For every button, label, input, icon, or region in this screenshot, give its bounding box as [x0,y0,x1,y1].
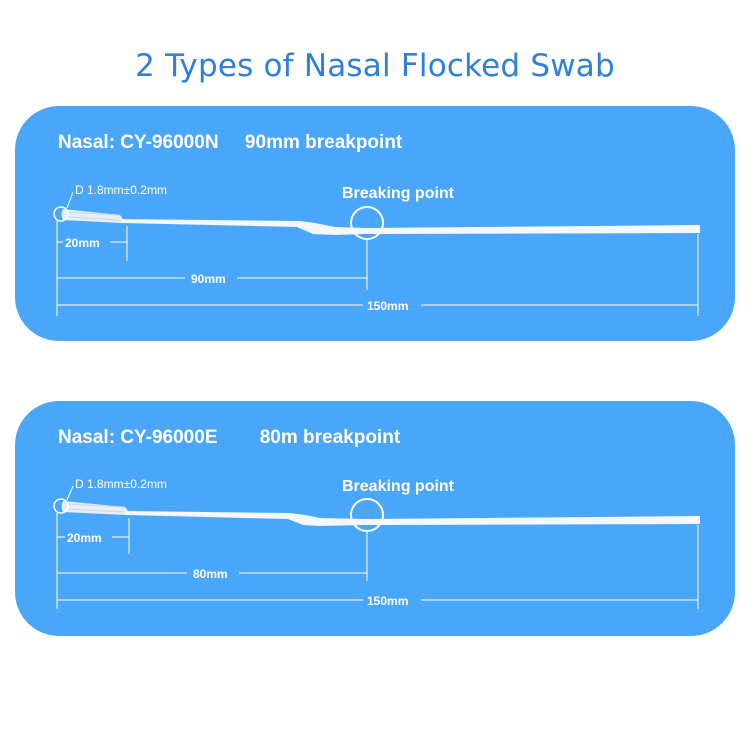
diameter-label: D 1.8mm±0.2mm [75,477,167,491]
swab-flocked-tip [61,209,123,223]
diameter-label: D 1.8mm±0.2mm [75,183,167,197]
dim-total-label: 150mm [367,594,408,608]
breaking-point-label: Breaking point [342,478,455,495]
swab-diagram-2: D 1.8mm±0.2mm Breaking point 20mm 80mm 1… [53,477,700,609]
swab-flocked-tip [61,501,128,515]
tip-diameter-circle [53,498,69,514]
dim-head-label: 20mm [67,531,102,545]
swab-panel-2: Nasal: CY-96000E 80m breakpoint D 1.8mm±… [15,401,735,636]
swab-tip-texture [66,211,120,221]
dim-break-label: 80mm [193,567,228,581]
page-title: 2 Types of Nasal Flocked Swab [135,48,615,84]
breaking-point-label: Breaking point [342,185,455,202]
tip-diameter-circle [53,206,69,222]
breakpoint-circle [350,206,384,240]
dim-break-label: 90mm [191,272,226,286]
dim-head-label: 20mm [65,236,100,250]
breakpoint-circle [350,498,384,532]
diameter-leader-line [66,191,74,209]
swab-tip-texture [66,503,125,513]
swab-shaft [120,219,700,235]
panel-heading: Nasal: CY-96000E 80m breakpoint [58,427,401,448]
swab-panel-1: Nasal: CY-96000N 90mm breakpoint D 1.8mm… [15,106,735,341]
swab-diagram-1: D 1.8mm±0.2mm Breaking point 20mm 90mm 1… [53,183,700,316]
swab-shaft [125,511,700,526]
panel-heading: Nasal: CY-96000N 90mm breakpoint [58,132,403,153]
dim-total-label: 150mm [367,299,408,313]
diameter-leader-line [66,485,74,501]
